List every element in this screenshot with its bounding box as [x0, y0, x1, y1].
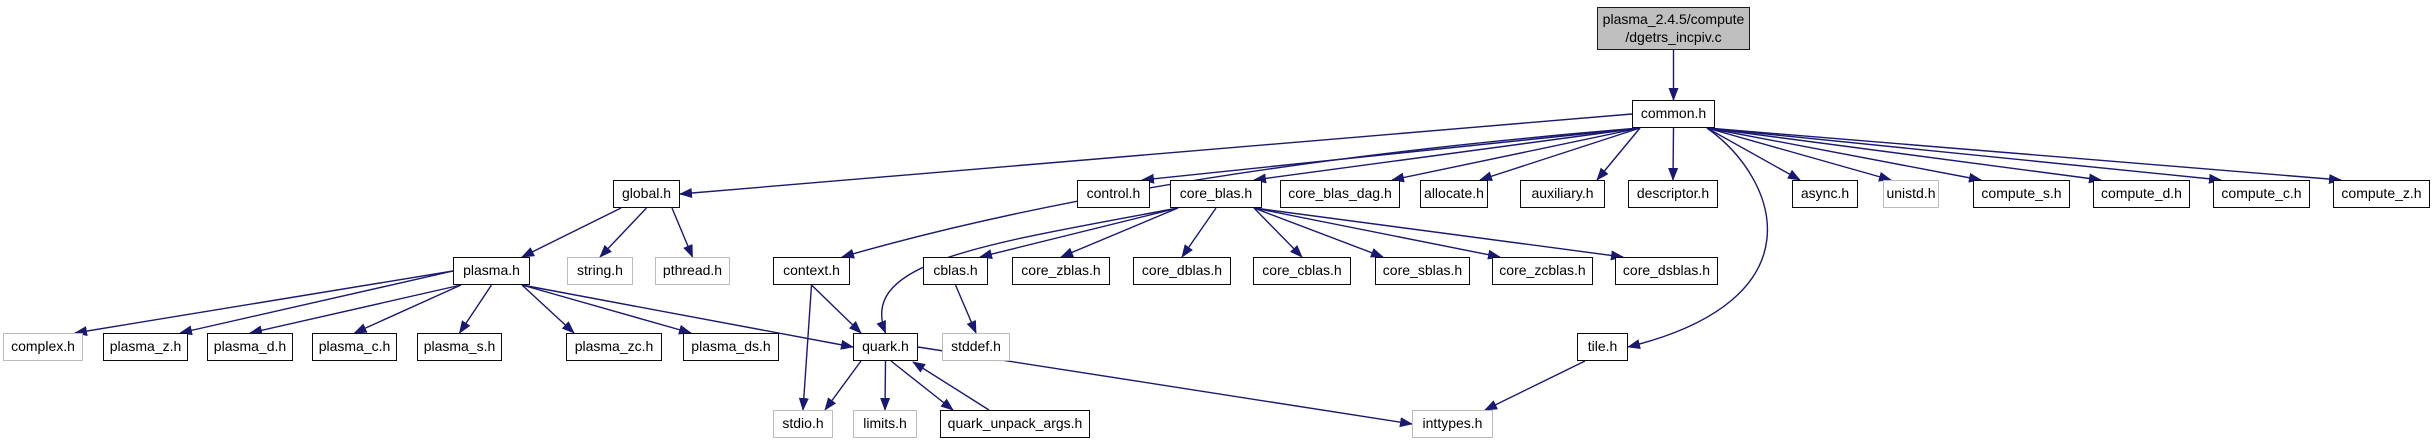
- node-plasma_zc.h[interactable]: plasma_zc.h: [566, 333, 662, 361]
- edge-tile.h-to-inttypes.h: [1484, 360, 1586, 411]
- edge-quark.h-to-limits.h: [880, 360, 891, 411]
- node-async.h[interactable]: async.h: [1792, 180, 1858, 208]
- edge-global.h-to-plasma.h: [521, 207, 622, 258]
- edge-core_blas.h-to-core_dsblas.h: [1253, 207, 1624, 261]
- edge-global.h-to-string.h: [599, 207, 648, 258]
- edge-core_blas.h-to-core_zblas.h: [1060, 207, 1179, 258]
- node-tile.h[interactable]: tile.h: [1577, 333, 1628, 361]
- node-pthread.h: pthread.h: [655, 257, 730, 285]
- edge-common.h-to-auxiliary.h: [1596, 127, 1641, 181]
- edge-quark.h-to-quark_unpack_args.h: [890, 360, 954, 411]
- node-global.h[interactable]: global.h: [613, 180, 680, 208]
- node-compute_s.h[interactable]: compute_s.h: [1973, 180, 2070, 208]
- node-core_cblas.h[interactable]: core_cblas.h: [1253, 257, 1351, 285]
- node-core_sblas.h[interactable]: core_sblas.h: [1375, 257, 1470, 285]
- edge-common.h-to-allocate.h: [1479, 127, 1641, 182]
- node-core_dsblas.h[interactable]: core_dsblas.h: [1615, 257, 1718, 285]
- edge-plasma.h-to-plasma_d.h: [249, 284, 462, 336]
- node-core_dblas.h[interactable]: core_dblas.h: [1133, 257, 1231, 285]
- node-core_blas_dag.h[interactable]: core_blas_dag.h: [1280, 180, 1400, 208]
- edge-common.h-to-compute_c.h: [1706, 127, 2222, 184]
- node-root-file: plasma_2.4.5/compute /dgetrs_incpiv.c: [1597, 7, 1750, 50]
- edge-quark_unpack_args.h-to-quark.h: [912, 361, 990, 411]
- node-unistd.h: unistd.h: [1883, 180, 1939, 208]
- edge-plasma.h-to-plasma_c.h: [353, 284, 462, 334]
- edge-common.h-to-core_blas_dag.h: [1391, 127, 1641, 183]
- edge-common.h-to-descriptor.h: [1668, 127, 1679, 181]
- edge-core_blas.h-to-core_cblas.h: [1253, 207, 1303, 258]
- edge-context.h-to-quark.h: [811, 284, 862, 334]
- node-allocate.h[interactable]: allocate.h: [1420, 180, 1488, 208]
- edge-common.h-to-compute_s.h: [1706, 127, 1982, 183]
- node-limits.h: limits.h: [853, 410, 917, 438]
- node-quark.h[interactable]: quark.h: [853, 333, 918, 361]
- edge-plasma.h-to-plasma_zc.h: [521, 284, 575, 334]
- node-common.h[interactable]: common.h: [1632, 100, 1715, 128]
- edge-common.h-to-compute_d.h: [1706, 127, 2102, 184]
- edge-core_blas.h-to-core_dblas.h: [1181, 207, 1217, 258]
- node-cblas.h[interactable]: cblas.h: [923, 257, 988, 285]
- node-context.h[interactable]: context.h: [773, 257, 850, 285]
- edge-plasma.h-to-plasma_ds.h: [521, 284, 692, 335]
- node-core_zblas.h[interactable]: core_zblas.h: [1012, 257, 1110, 285]
- node-compute_z.h[interactable]: compute_z.h: [2333, 180, 2430, 208]
- edge-plasma.h-to-complex.h: [74, 270, 454, 336]
- node-plasma_c.h[interactable]: plasma_c.h: [312, 333, 397, 361]
- node-core_blas.h[interactable]: core_blas.h: [1170, 180, 1262, 208]
- edge-common.h-to-global.h: [679, 113, 1633, 198]
- node-string.h: string.h: [567, 257, 633, 285]
- edge-plasma.h-to-plasma_z.h: [179, 270, 454, 336]
- node-plasma_s.h[interactable]: plasma_s.h: [417, 333, 502, 361]
- node-plasma_ds.h[interactable]: plasma_ds.h: [683, 333, 779, 361]
- edge-plasma.h-to-quark.h: [521, 284, 854, 350]
- node-auxiliary.h[interactable]: auxiliary.h: [1520, 180, 1605, 208]
- node-plasma.h[interactable]: plasma.h: [453, 257, 530, 285]
- node-plasma_z.h[interactable]: plasma_z.h: [103, 333, 188, 361]
- edge-common.h-to-core_blas.h: [1253, 127, 1641, 184]
- edge-quark.h-to-stdio.h: [824, 360, 862, 411]
- node-core_zcblas.h[interactable]: core_zcblas.h: [1492, 257, 1593, 285]
- edge-cblas.h-to-stddef.h: [954, 284, 977, 334]
- edge-global.h-to-pthread.h: [671, 207, 694, 258]
- node-complex.h: complex.h: [3, 333, 83, 361]
- node-compute_c.h[interactable]: compute_c.h: [2213, 180, 2310, 208]
- node-stdio.h: stdio.h: [773, 410, 833, 438]
- node-descriptor.h[interactable]: descriptor.h: [1628, 180, 1718, 208]
- edge-core_blas.h-to-core_zcblas.h: [1253, 207, 1501, 260]
- node-plasma_d.h[interactable]: plasma_d.h: [207, 333, 293, 361]
- edge-core_blas.h-to-cblas.h: [979, 207, 1179, 259]
- node-quark_unpack_args.h[interactable]: quark_unpack_args.h: [940, 410, 1090, 438]
- edge-common.h-to-control.h: [1141, 127, 1641, 184]
- node-stddef.h: stddef.h: [942, 333, 1010, 361]
- edge-common.h-to-tile.h: [1627, 127, 1769, 349]
- node-compute_d.h[interactable]: compute_d.h: [2093, 180, 2190, 208]
- edge-common.h-to-unistd.h: [1706, 127, 1892, 182]
- edge-plasma.h-to-plasma_s.h: [458, 284, 493, 334]
- edge-common.h-to-async.h: [1706, 127, 1801, 181]
- edge-core_blas.h-to-core_sblas.h: [1253, 207, 1384, 258]
- edge-common.h-to-compute_z.h: [1706, 127, 2342, 185]
- edge-context.h-to-stdio.h: [798, 284, 813, 411]
- node-control.h[interactable]: control.h: [1077, 180, 1150, 208]
- node-inttypes.h: inttypes.h: [1412, 410, 1493, 438]
